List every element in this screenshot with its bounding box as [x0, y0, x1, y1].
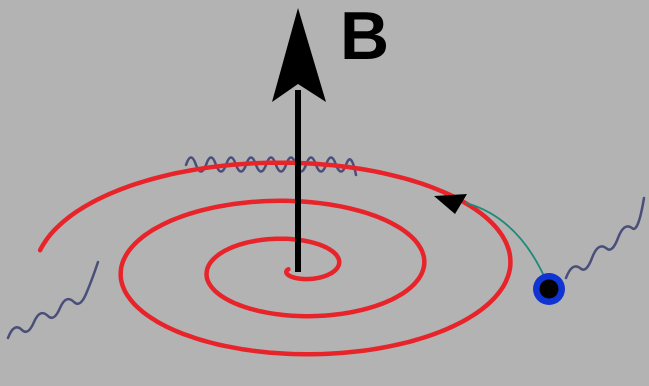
radiation-wave-left — [6, 260, 100, 340]
filled-circle-icon — [539, 279, 559, 299]
particle-trail-highlight — [465, 202, 549, 286]
radiation-wave-right — [564, 196, 646, 280]
up-arrow-icon — [272, 8, 326, 102]
triangle-arrowhead-icon — [434, 194, 467, 214]
spiral-trajectory — [37, 160, 513, 357]
magnetic-field-arrow — [272, 8, 326, 272]
charged-particle — [533, 273, 565, 305]
magnetic-field-label: B — [340, 0, 390, 74]
